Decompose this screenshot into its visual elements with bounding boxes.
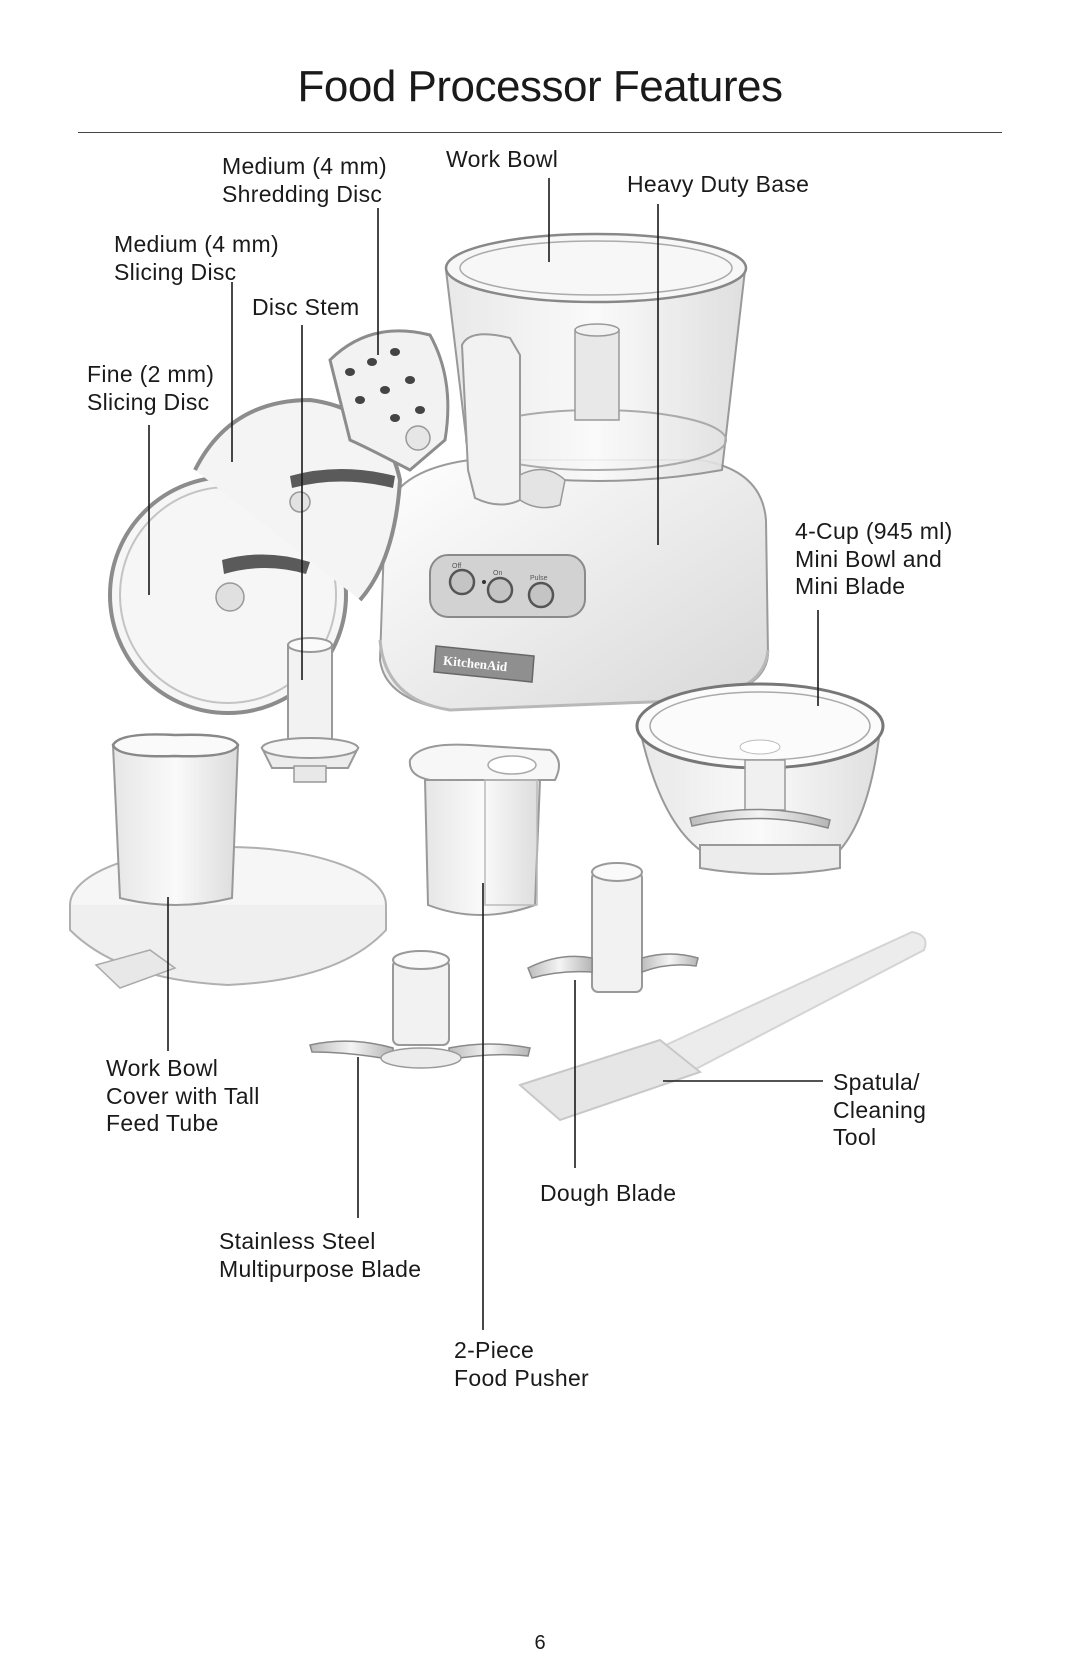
label-line: Cleaning: [833, 1096, 927, 1123]
label-line: Mini Bowl and: [795, 545, 943, 572]
label-line: 2-Piece: [454, 1337, 535, 1363]
food-pusher: [408, 743, 560, 916]
label-line: Multipurpose Blade: [219, 1255, 422, 1282]
off-button: [448, 568, 476, 596]
heavy-duty-base: Off On Pulse KitchenAid: [378, 459, 770, 712]
label-line: Work Bowl: [446, 146, 559, 172]
label-line: 4-Cup (945 ml): [795, 518, 953, 544]
label-medium-slicing-disc: Medium (4 mm) Slicing Disc: [114, 231, 279, 286]
label-line: Slicing Disc: [114, 258, 237, 285]
label-line: Mini Blade: [795, 573, 906, 599]
on-button-label: On: [493, 570, 502, 577]
label-line: Cover with Tall: [106, 1082, 260, 1109]
brand-badge-text: KitchenAid: [442, 653, 508, 675]
label-dough-blade: Dough Blade: [540, 1180, 676, 1208]
page-number: 6: [534, 1632, 546, 1654]
label-line: Medium (4 mm): [114, 231, 279, 257]
label-disc-stem: Disc Stem: [252, 294, 360, 322]
label-shredding-disc: Medium (4 mm) Shredding Disc: [222, 153, 387, 208]
spatula: [518, 930, 927, 1122]
page-title: Food Processor Features: [297, 62, 783, 111]
control-panel: Off On Pulse: [429, 554, 586, 618]
label-line: Stainless Steel: [219, 1228, 376, 1254]
label-spatula: Spatula/ Cleaning Tool: [833, 1069, 926, 1152]
label-line: Medium (4 mm): [222, 153, 387, 179]
medium-slicing-disc: [193, 397, 403, 602]
pulse-button: [527, 581, 555, 609]
kitchenaid-badge: KitchenAid: [433, 645, 535, 683]
multipurpose-blade: [309, 950, 531, 1069]
label-line: Feed Tube: [106, 1110, 219, 1136]
label-line: Dough Blade: [540, 1180, 677, 1206]
label-line: Work Bowl: [106, 1055, 219, 1081]
label-mini-bowl: 4-Cup (945 ml) Mini Bowl and Mini Blade: [795, 518, 953, 601]
dough-blade: [527, 862, 699, 993]
disc-stem: [260, 637, 360, 783]
label-heavy-duty-base: Heavy Duty Base: [627, 171, 809, 199]
label-line: Food Pusher: [454, 1364, 589, 1391]
label-work-bowl-cover: Work Bowl Cover with Tall Feed Tube: [106, 1055, 260, 1138]
work-bowl: [444, 232, 748, 509]
shredding-disc: [328, 329, 450, 472]
label-line: Slicing Disc: [87, 388, 210, 415]
work-bowl-cover: [69, 733, 387, 989]
label-line: Disc Stem: [252, 294, 360, 320]
label-line: Spatula/: [833, 1069, 920, 1095]
mini-bowl: [635, 682, 885, 875]
label-food-pusher: 2-Piece Food Pusher: [454, 1337, 589, 1392]
label-line: Heavy Duty Base: [627, 171, 810, 197]
label-line: Tool: [833, 1124, 877, 1150]
off-button-label: Off: [452, 563, 461, 570]
label-line: Shredding Disc: [222, 180, 383, 207]
pulse-button-label: Pulse: [530, 575, 548, 582]
label-fine-slicing-disc: Fine (2 mm) Slicing Disc: [87, 361, 214, 416]
label-line: Fine (2 mm): [87, 361, 215, 387]
title-divider: [78, 132, 1002, 133]
on-button: [486, 576, 514, 604]
label-work-bowl: Work Bowl: [446, 146, 558, 174]
label-multipurpose-blade: Stainless Steel Multipurpose Blade: [219, 1228, 421, 1283]
